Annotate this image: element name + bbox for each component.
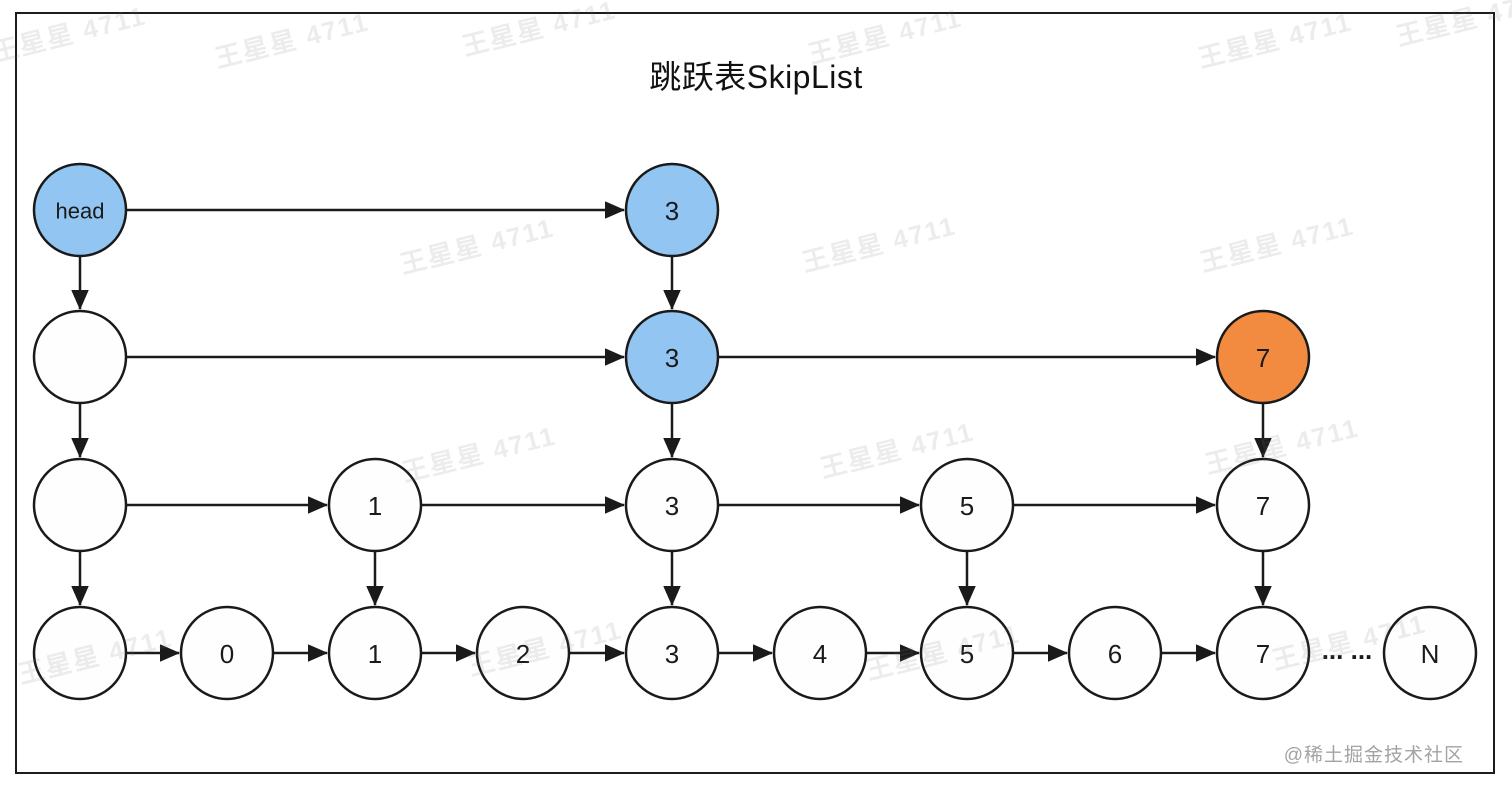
node-circle-L3-1 — [327, 457, 423, 553]
node-circle-L4-1 — [327, 605, 423, 701]
node-label-L2-3: 3 — [665, 343, 679, 373]
node-circle-L1-head — [32, 162, 128, 258]
node-L1-head: head — [32, 162, 128, 258]
node-L4-3: 3 — [624, 605, 720, 701]
node-L4-5: 5 — [919, 605, 1015, 701]
node-circle-L4-7 — [1215, 605, 1311, 701]
node-label-L1-head: head — [56, 199, 105, 224]
node-circle-L4-6 — [1067, 605, 1163, 701]
node-label-L4-5: 5 — [960, 639, 974, 669]
node-label-L3-1: 1 — [368, 491, 382, 521]
node-L3-5: 5 — [919, 457, 1015, 553]
node-L4-6: 6 — [1067, 605, 1163, 701]
node-L2-3: 3 — [624, 309, 720, 405]
node-label-L4-7: 7 — [1256, 639, 1270, 669]
node-L4-4: 4 — [772, 605, 868, 701]
node-label-L4-2: 2 — [516, 639, 530, 669]
node-L4-0: 0 — [179, 605, 275, 701]
node-circle-L2-7 — [1215, 309, 1311, 405]
node-circle-L4-4 — [772, 605, 868, 701]
diagram-border-frame — [15, 12, 1495, 774]
node-L1-3: 3 — [624, 162, 720, 258]
node-circle-L1-3 — [624, 162, 720, 258]
node-circle-L3-3 — [624, 457, 720, 553]
ellipsis-label: ... ... — [1322, 635, 1373, 665]
node-label-L4-1: 1 — [368, 639, 382, 669]
node-label-L1-3: 3 — [665, 196, 679, 226]
node-L4-2: 2 — [475, 605, 571, 701]
node-label-L4-0: 0 — [220, 639, 234, 669]
node-label-L3-3: 3 — [665, 491, 679, 521]
node-circle-L4-N — [1382, 605, 1478, 701]
node-circle-L4-2 — [475, 605, 571, 701]
node-label-L2-7: 7 — [1256, 343, 1270, 373]
node-label-L4-N: N — [1421, 639, 1440, 669]
node-L3-7: 7 — [1215, 457, 1311, 553]
node-label-L3-7: 7 — [1256, 491, 1270, 521]
node-label-L3-5: 5 — [960, 491, 974, 521]
node-label-L4-6: 6 — [1108, 639, 1122, 669]
node-circle-L4-0 — [179, 605, 275, 701]
arrows-layer — [71, 201, 1272, 662]
node-L4-head — [32, 605, 128, 701]
node-L2-head — [32, 309, 128, 405]
node-circle-L3-5 — [919, 457, 1015, 553]
node-L4-7: 7 — [1215, 605, 1311, 701]
node-L3-head — [32, 457, 128, 553]
node-L4-1: 1 — [327, 605, 423, 701]
diagram-title: 跳跃表SkipList — [649, 59, 863, 95]
node-L3-1: 1 — [327, 457, 423, 553]
node-circle-L4-head — [32, 605, 128, 701]
node-L2-7: 7 — [1215, 309, 1311, 405]
credit-watermark: @稀土掘金技术社区 — [1283, 745, 1464, 766]
node-L4-N: N — [1382, 605, 1478, 701]
node-circle-L3-7 — [1215, 457, 1311, 553]
node-circle-L2-head — [32, 309, 128, 405]
node-L3-3: 3 — [624, 457, 720, 553]
node-label-L4-3: 3 — [665, 639, 679, 669]
node-circle-L4-5 — [919, 605, 1015, 701]
node-circle-L2-3 — [624, 309, 720, 405]
node-circle-L4-3 — [624, 605, 720, 701]
node-label-L4-4: 4 — [813, 639, 827, 669]
node-circle-L3-head — [32, 457, 128, 553]
